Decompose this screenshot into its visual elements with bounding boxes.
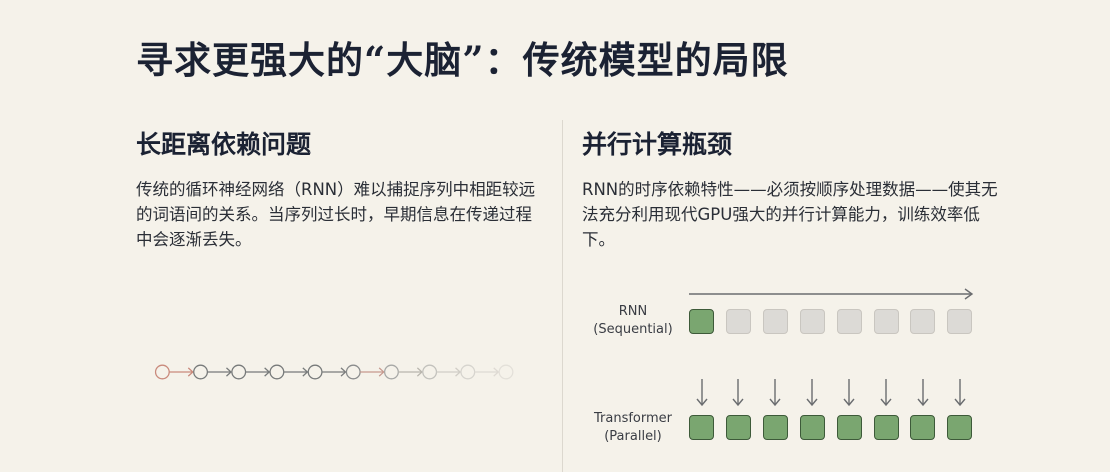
- rnn-label: RNN (Sequential): [586, 303, 680, 339]
- chain-arrow-icon: [169, 367, 194, 377]
- active-token-box: [799, 415, 825, 440]
- down-arrow-icon: [880, 379, 892, 407]
- chain-node-icon: [345, 364, 361, 380]
- parallel-bottleneck-section: 并行计算瓶颈 RNN的时序依赖特性——必须按顺序处理数据——使其无法充分利用现代…: [582, 125, 1002, 252]
- chain-arrow-icon: [360, 367, 385, 377]
- active-token-box: [873, 415, 899, 440]
- chain-arrow-icon: [283, 367, 309, 377]
- chain-arrow-icon: [436, 367, 462, 377]
- chain-node-icon: [422, 364, 438, 380]
- down-arrow-icon: [917, 379, 929, 407]
- transformer-label: Transformer (Parallel): [583, 410, 683, 446]
- pending-token-box: [836, 309, 862, 334]
- down-arrow-icon: [954, 379, 966, 407]
- down-arrow-icon: [732, 379, 744, 407]
- section-body: RNN的时序依赖特性——必须按顺序处理数据——使其无法充分利用现代GPU强大的并…: [582, 180, 998, 249]
- pending-token-box: [799, 309, 825, 334]
- chain-arrow-icon: [321, 367, 347, 377]
- chain-arrow-icon: [398, 367, 423, 377]
- chain-arrow-icon: [245, 367, 271, 377]
- active-token-box: [762, 415, 788, 440]
- rnn-label-mode: (Sequential): [593, 322, 673, 337]
- section-heading: 并行计算瓶颈: [582, 130, 733, 159]
- information-decay-chain-diagram: [154, 364, 514, 380]
- active-token-box: [689, 309, 714, 334]
- long-range-dependency-section: 长距离依赖问题 传统的循环神经网络（RNN）难以捕捉序列中相距较远的词语间的关系…: [136, 125, 546, 252]
- transformer-label-mode: (Parallel): [604, 429, 662, 444]
- chain-node-icon: [154, 364, 170, 380]
- transformer-label-name: Transformer: [593, 411, 672, 426]
- section-body: 传统的循环神经网络（RNN）难以捕捉序列中相距较远的词语间的关系。当序列过长时，…: [136, 180, 536, 249]
- chain-node-icon: [269, 364, 285, 380]
- pending-token-box: [725, 309, 751, 334]
- chain-arrow-icon: [474, 367, 500, 377]
- pending-token-box: [947, 309, 973, 334]
- chain-arrow-icon: [207, 367, 232, 377]
- chain-node-icon: [193, 364, 209, 380]
- active-token-box: [947, 415, 973, 440]
- sequential-arrow-icon: [689, 288, 974, 300]
- pending-token-box: [873, 309, 899, 334]
- section-heading: 长距离依赖问题: [136, 130, 312, 159]
- down-arrow-icon: [695, 379, 708, 407]
- chain-node-icon: [384, 364, 399, 380]
- chain-node-icon: [498, 364, 514, 380]
- chain-node-icon: [307, 364, 323, 380]
- down-arrow-icon: [769, 379, 781, 407]
- column-divider: [562, 120, 563, 472]
- chain-node-icon: [231, 364, 247, 380]
- active-token-box: [689, 415, 714, 440]
- active-token-box: [836, 415, 862, 440]
- active-token-box: [725, 415, 751, 440]
- down-arrow-icon: [806, 379, 818, 407]
- pending-token-box: [910, 309, 936, 334]
- down-arrow-icon: [843, 379, 855, 407]
- active-token-box: [910, 415, 936, 440]
- rnn-label-name: RNN: [618, 304, 648, 319]
- page-title: 寻求更强大的“大脑”：传统模型的局限: [136, 38, 789, 82]
- pending-token-box: [762, 309, 788, 334]
- chain-node-icon: [460, 364, 476, 380]
